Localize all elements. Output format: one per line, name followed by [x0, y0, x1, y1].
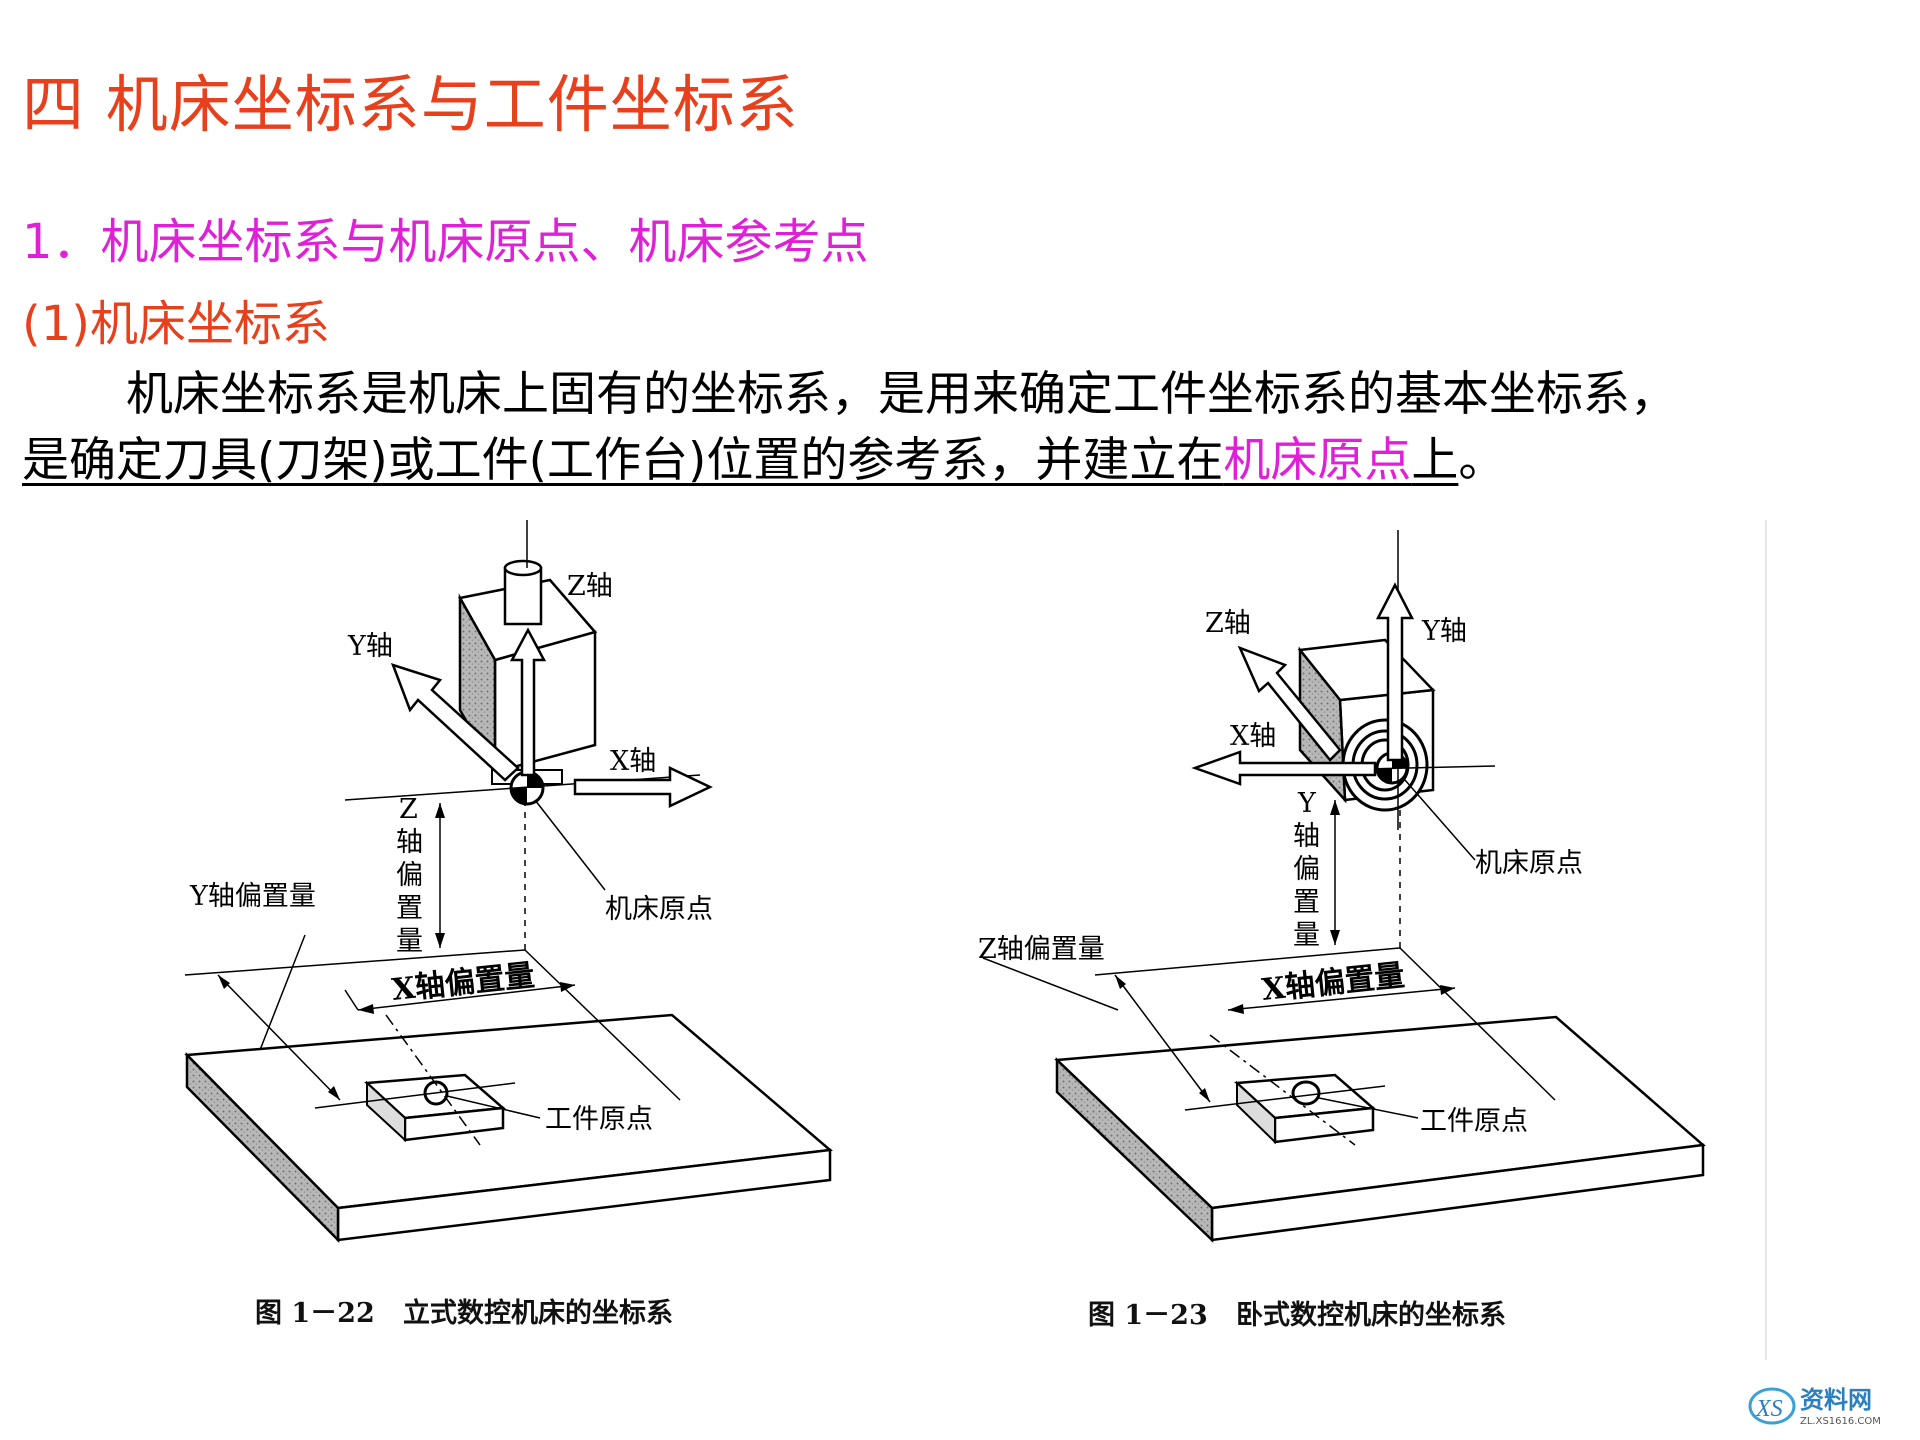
left-z-offset-label-3: 偏 — [396, 860, 423, 891]
right-z-offset-label: Z轴偏置量 — [978, 934, 1105, 965]
right-z-axis-label: Z轴 — [1205, 608, 1251, 639]
body-paragraph: 机床坐标系是机床上固有的坐标系，是用来确定工件坐标系的基本坐标系， 是确定刀具(… — [22, 362, 1902, 494]
right-y-offset-label-1: Y — [1297, 788, 1317, 819]
paragraph-text-b: 上 — [1411, 433, 1459, 488]
left-x-offset-label: X轴偏置量 — [390, 958, 536, 1008]
right-table-side-left — [1055, 1057, 1214, 1243]
left-z-axis-label: Z轴 — [567, 571, 613, 602]
left-y-axis-label: Y轴 — [347, 631, 393, 662]
left-figure-caption: 图 1－22 立式数控机床的坐标系 — [255, 1297, 673, 1329]
right-x-axis-label: X轴 — [1230, 721, 1276, 752]
paragraph-line-1: 机床坐标系是机床上固有的坐标系，是用来确定工件坐标系的基本坐标系， — [126, 367, 1677, 422]
left-z-offset-label-1: Z — [399, 794, 418, 825]
left-z-offset-label-5: 量 — [396, 926, 423, 957]
underlined-text: 是确定刀具(刀架)或工件(工作台)位置的参考系，并建立在机床原点上 — [22, 433, 1458, 488]
watermark-text: 资料网 — [1800, 1386, 1872, 1414]
left-z-offset-label-4: 置 — [396, 893, 423, 924]
right-x-axis-arrow — [1191, 750, 1377, 786]
watermark-logo: XS 资料网 ZL.XS1616.COM — [1748, 1386, 1881, 1427]
paragraph-period: 。 — [1458, 433, 1506, 488]
figure-horizontal-machine: Z轴 Y轴 X轴 Y 轴 偏 置 量 Z轴偏置量 X轴偏置量 机床原点 工件原点… — [978, 530, 1706, 1331]
highlight-machine-origin: 机床原点 — [1223, 433, 1412, 488]
left-table-side-left — [185, 1051, 340, 1244]
left-workpiece-left — [366, 1080, 406, 1143]
watermark-url: ZL.XS1616.COM — [1800, 1416, 1881, 1427]
right-x-offset-label: X轴偏置量 — [1260, 958, 1406, 1008]
figure-vertical-machine: Z轴 Y轴 X轴 Z 轴 偏 置 量 Y轴偏置量 X轴偏置量 机床原点 工件原点… — [184, 520, 833, 1329]
left-x-axis-arrow — [573, 766, 713, 808]
right-y-offset-label-3: 偏 — [1293, 854, 1320, 885]
left-z-offset-label-2: 轴 — [396, 827, 423, 858]
figures: Z轴 Y轴 X轴 Z 轴 偏 置 量 Y轴偏置量 X轴偏置量 机床原点 工件原点… — [184, 520, 1767, 1360]
left-z-axis-arrow — [509, 627, 547, 777]
right-workpiece-left — [1236, 1080, 1276, 1145]
right-y-offset-label-5: 量 — [1293, 920, 1320, 951]
watermark-logo-letters: XS — [1755, 1396, 1783, 1422]
right-z-axis-arrow — [1237, 645, 1342, 762]
left-spindle — [503, 566, 543, 626]
left-y-offset-label: Y轴偏置量 — [189, 881, 316, 912]
right-y-axis-arrow — [1375, 582, 1415, 762]
subsection-heading: (1)机床坐标系 — [22, 296, 330, 352]
left-machine-origin-label: 机床原点 — [605, 894, 713, 925]
right-work-origin-label: 工件原点 — [1420, 1106, 1528, 1137]
right-y-axis-label: Y轴 — [1421, 616, 1467, 647]
paragraph-text-a: 是确定刀具(刀架)或工件(工作台)位置的参考系，并建立在 — [22, 433, 1224, 488]
right-y-offset-label-4: 置 — [1293, 887, 1320, 918]
right-work-origin-marker — [1291, 1080, 1321, 1106]
section-heading: 1．机床坐标系与机床原点、机床参考点 — [22, 214, 869, 270]
left-x-axis-label: X轴 — [610, 746, 656, 777]
paragraph-line-2: 是确定刀具(刀架)或工件(工作台)位置的参考系，并建立在机床原点上。 — [22, 428, 1902, 494]
left-y-axis-arrow — [390, 663, 520, 782]
slide-title: 四 机床坐标系与工件坐标系 — [22, 68, 799, 141]
right-figure-caption: 图 1－23 卧式数控机床的坐标系 — [1088, 1299, 1506, 1331]
right-y-offset-label-2: 轴 — [1293, 821, 1320, 852]
left-work-origin-label: 工件原点 — [545, 1104, 653, 1135]
right-machine-origin-label: 机床原点 — [1475, 848, 1583, 879]
